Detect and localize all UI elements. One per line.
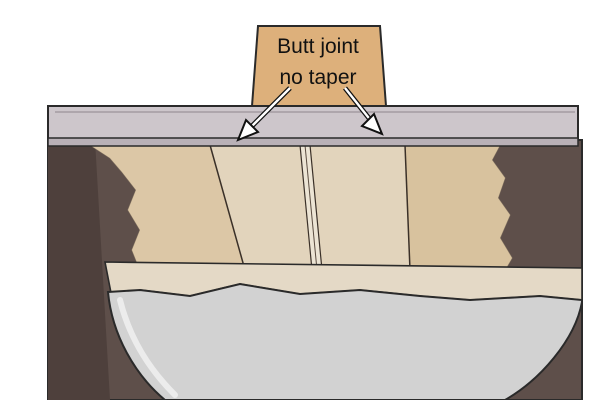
wall-shadow-left [48,140,110,400]
plaster-bowl [106,282,583,401]
seam-line [304,144,318,271]
beam-underside [47,137,579,147]
arrow-left [236,86,292,142]
board-right [405,145,512,270]
board-left [90,145,245,270]
callout-box [250,25,388,107]
board-edge-left [209,144,246,271]
ceiling-beam [47,105,579,141]
arrow-right [343,86,384,136]
board-edge-right [404,144,411,271]
bowl-highlight [117,297,178,398]
